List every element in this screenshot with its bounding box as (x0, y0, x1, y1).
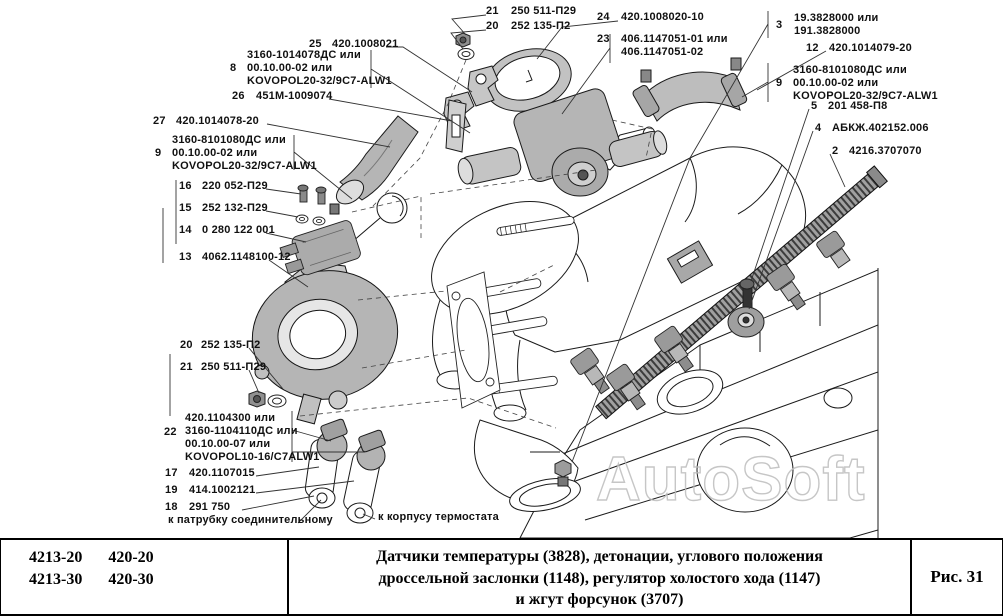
callout-number: 21 (486, 5, 499, 17)
nut-washer-bottom-art (248, 390, 287, 408)
callout-text: 19.3828000 или (794, 12, 879, 24)
callout-number: 19 (165, 484, 178, 496)
callout-number: 16 (179, 180, 192, 192)
callout-text: 420.1107015 (189, 467, 255, 479)
callout-text: 252 135-П2 (201, 339, 261, 351)
callout-text: 420.1014078-20 (176, 115, 259, 127)
callout-number: 22 (164, 426, 177, 438)
model-row: 4213-30 420-30 (29, 569, 287, 591)
callout-text: 252 132-П29 (202, 202, 268, 214)
callout-number: 4 (815, 122, 822, 134)
callout-number: 21 (180, 361, 193, 373)
air-hose-left-art (329, 115, 419, 215)
model-number: 4213-20 (29, 549, 83, 566)
callout-number: 8 (230, 62, 237, 74)
caption-table: 4213-20 420-20 4213-30 420-30 Датчики темп… (0, 538, 1003, 616)
callout-text: 420.1104300 или (185, 412, 276, 424)
callout-text: 00.10.00-07 или (185, 438, 271, 450)
callout-text: 420.1008020-10 (621, 11, 704, 23)
callout-number: 27 (153, 115, 166, 127)
callout-text: 420.1014079-20 (829, 42, 912, 54)
callout-text: 0 280 122 001 (202, 224, 275, 236)
callout-text: 250 511-П29 (511, 5, 577, 17)
callout-text: 406.1147051-02 (621, 46, 704, 58)
map-sensor-art (279, 184, 361, 276)
studs-gasket-art (446, 215, 575, 409)
callout-text: KOVOPOL20-32/9C7-ALW1 (172, 160, 317, 172)
figure-number: Рис. 31 (930, 567, 984, 586)
callout-text: к патрубку соединительному (168, 514, 333, 526)
figure-number-cell: Рис. 31 (912, 540, 1002, 614)
callout-number: 13 (179, 251, 192, 263)
callout-number: 18 (165, 501, 178, 513)
callout-number: 24 (597, 11, 610, 23)
model-number: 420-20 (108, 549, 154, 566)
callout-text: АБКЖ.402152.006 (832, 122, 929, 134)
leader-lines (162, 11, 846, 524)
coolant-hoses-art (304, 418, 386, 524)
callout-text: 250 511-П29 (201, 361, 267, 373)
alignment-dashes (299, 59, 653, 429)
callout-number: 20 (180, 339, 193, 351)
caption-line: и жгут форсунок (3707) (515, 591, 684, 608)
air-hose-right-art (632, 57, 748, 122)
model-row: 4213-20 420-20 (29, 547, 287, 569)
nut-washer-top-art (455, 32, 475, 60)
callout-number: 20 (486, 20, 499, 32)
callout-number: 2 (832, 145, 839, 157)
callout-text: 3160-8101080ДС или (172, 134, 286, 146)
caption-line: Датчики температуры (3828), детонации, у… (376, 548, 823, 565)
model-numbers-cell: 4213-20 420-20 4213-30 420-30 (1, 540, 289, 614)
callout-text: к корпусу термостата (378, 511, 499, 523)
callout-text: 420.1008021 (332, 38, 399, 50)
callout-number: 9 (155, 147, 162, 159)
callout-text: 291 750 (189, 501, 231, 513)
callout-number: 17 (165, 467, 178, 479)
callout-text: KOVOPOL10-16/C7ALW1 (185, 451, 320, 463)
model-number: 4213-30 (29, 571, 83, 588)
callout-number: 9 (776, 77, 783, 89)
callout-text: 191.3828000 (794, 25, 861, 37)
engine-diagram-art (162, 11, 888, 539)
engine-block-art (431, 126, 878, 539)
callout-text: 3160-8101080ДС или (793, 64, 907, 76)
caption-line: дроссельной заслонки (1148), регулятор х… (378, 569, 821, 587)
callout-text: KOVOPOL20-32/9C7-ALW1 (247, 75, 392, 87)
temperature-sensor-art (554, 459, 572, 487)
callout-text: 414.1002121 (189, 484, 256, 496)
callout-number: 3 (776, 19, 783, 31)
callout-number: 15 (179, 202, 192, 214)
callout-number: 26 (232, 90, 245, 102)
throttle-body-art (251, 192, 408, 425)
callout-text: 220 052-П29 (202, 180, 268, 192)
callout-number: 14 (179, 224, 192, 236)
callout-text: 00.10.00-02 или (172, 147, 258, 159)
callout-text: 406.1147051-01 или (621, 33, 728, 45)
callout-text: 00.10.00-02 или (247, 62, 333, 74)
callout-text: 3160-1014078ДС или (247, 49, 361, 61)
callout-number: 23 (597, 33, 610, 45)
callout-number: 5 (811, 100, 818, 112)
callout-text: KOVOPOL20-32/9C7-ALW1 (793, 90, 938, 102)
callout-number: 25 (309, 38, 322, 50)
callout-text: 4216.3707070 (849, 145, 922, 157)
callout-text: 00.10.00-02 или (793, 77, 879, 89)
callout-text: 3160-1104110ДС или (185, 425, 298, 437)
idle-regulator-art (443, 48, 668, 197)
callout-text: 201 458-П8 (828, 100, 888, 112)
callout-number: 12 (806, 42, 819, 54)
knock-sensor-art (727, 278, 765, 338)
callout-text: 252 135-П2 (511, 20, 571, 32)
callout-text: 451М-1009074 (256, 90, 333, 102)
model-number: 420-30 (108, 571, 154, 588)
figure-caption-cell: Датчики температуры (3828), детонации, у… (289, 540, 912, 614)
callout-text: 4062.1148100-12 (202, 251, 291, 263)
injectors-art (570, 230, 851, 411)
